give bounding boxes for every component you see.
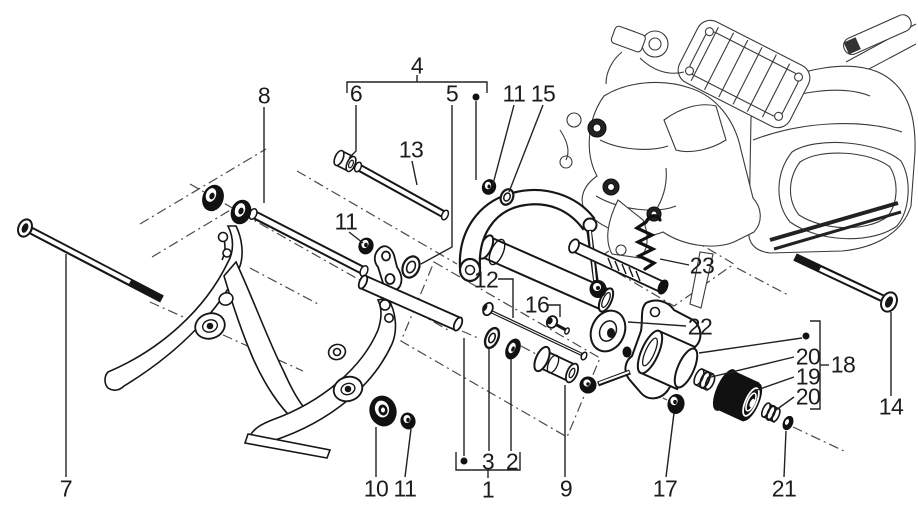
callout-20-upper: 20 bbox=[795, 343, 821, 370]
callout-17: 17 bbox=[652, 475, 678, 502]
nut-11-bottom bbox=[400, 412, 416, 430]
callout-5: 5 bbox=[445, 80, 459, 107]
callout-16: 16 bbox=[524, 291, 550, 318]
assembly-dot-18 bbox=[802, 332, 810, 340]
bearing-10 bbox=[369, 395, 397, 427]
callout-1: 1 bbox=[481, 476, 495, 503]
callout-22: 22 bbox=[687, 313, 713, 340]
callout-14: 14 bbox=[878, 393, 904, 420]
callout-18: 18 bbox=[830, 351, 856, 378]
callout-21: 21 bbox=[771, 475, 797, 502]
bushing-6 bbox=[333, 149, 357, 173]
lower-tube bbox=[357, 274, 464, 332]
callout-4: 4 bbox=[410, 52, 424, 79]
spacer-rod-13 bbox=[353, 161, 450, 221]
bracket-plate-front bbox=[104, 225, 313, 427]
assembly-dot-4 bbox=[472, 93, 480, 101]
nut-11-top bbox=[481, 179, 497, 195]
callout-11-top: 11 bbox=[502, 80, 526, 107]
roller-19 bbox=[712, 369, 763, 422]
callout-23: 23 bbox=[689, 252, 715, 279]
callout-15: 15 bbox=[530, 80, 556, 107]
nut-17 bbox=[667, 394, 685, 414]
callout-10: 10 bbox=[363, 475, 389, 502]
callout-leaders bbox=[65, 75, 892, 478]
bushing-dark-upper bbox=[202, 184, 224, 212]
callout-12: 12 bbox=[473, 266, 499, 293]
callout-8: 8 bbox=[257, 82, 271, 109]
callout-6: 6 bbox=[349, 80, 363, 107]
pivot-bolt-7 bbox=[17, 218, 164, 303]
callout-11-mid: 11 bbox=[334, 208, 358, 235]
washer-21 bbox=[782, 415, 794, 431]
assembly-dot-1 bbox=[460, 457, 468, 465]
link-plate bbox=[373, 245, 403, 292]
pivot-bolt-14 bbox=[793, 253, 898, 313]
guide-disc bbox=[589, 309, 627, 353]
bushing-20-lower bbox=[760, 402, 781, 424]
callout-11-bottom: 11 bbox=[393, 475, 417, 502]
callout-2: 2 bbox=[505, 448, 519, 475]
washer-dark-upper bbox=[230, 199, 252, 225]
engine-illustration bbox=[559, 14, 917, 309]
swingarm-pivot-tube bbox=[477, 234, 615, 313]
bushing-20-upper bbox=[693, 367, 716, 392]
bracket-group-4 bbox=[346, 81, 488, 93]
callout-20-lower: 20 bbox=[795, 383, 821, 410]
air-duct bbox=[843, 14, 912, 56]
pivot-rod-8 bbox=[248, 208, 369, 277]
callout-13: 13 bbox=[398, 136, 424, 163]
nut-11-mid bbox=[358, 237, 374, 255]
callout-7: 7 bbox=[59, 475, 73, 502]
link-rod bbox=[568, 238, 669, 295]
valve-cover bbox=[677, 19, 811, 129]
callout-19: 19 bbox=[795, 363, 821, 390]
callout-9: 9 bbox=[559, 475, 573, 502]
washer-2 bbox=[505, 338, 521, 360]
bracket-plate-rear bbox=[243, 297, 397, 459]
callout-3: 3 bbox=[481, 448, 495, 475]
swingarm-hanger-arm bbox=[458, 188, 607, 298]
hub-cylinder bbox=[636, 329, 699, 391]
spacer-9 bbox=[533, 345, 580, 384]
spring-23 bbox=[633, 214, 662, 271]
bolt-16 bbox=[545, 315, 570, 335]
washer-5 bbox=[401, 255, 421, 279]
bolt-12 bbox=[482, 301, 588, 361]
washer-3 bbox=[483, 326, 501, 350]
